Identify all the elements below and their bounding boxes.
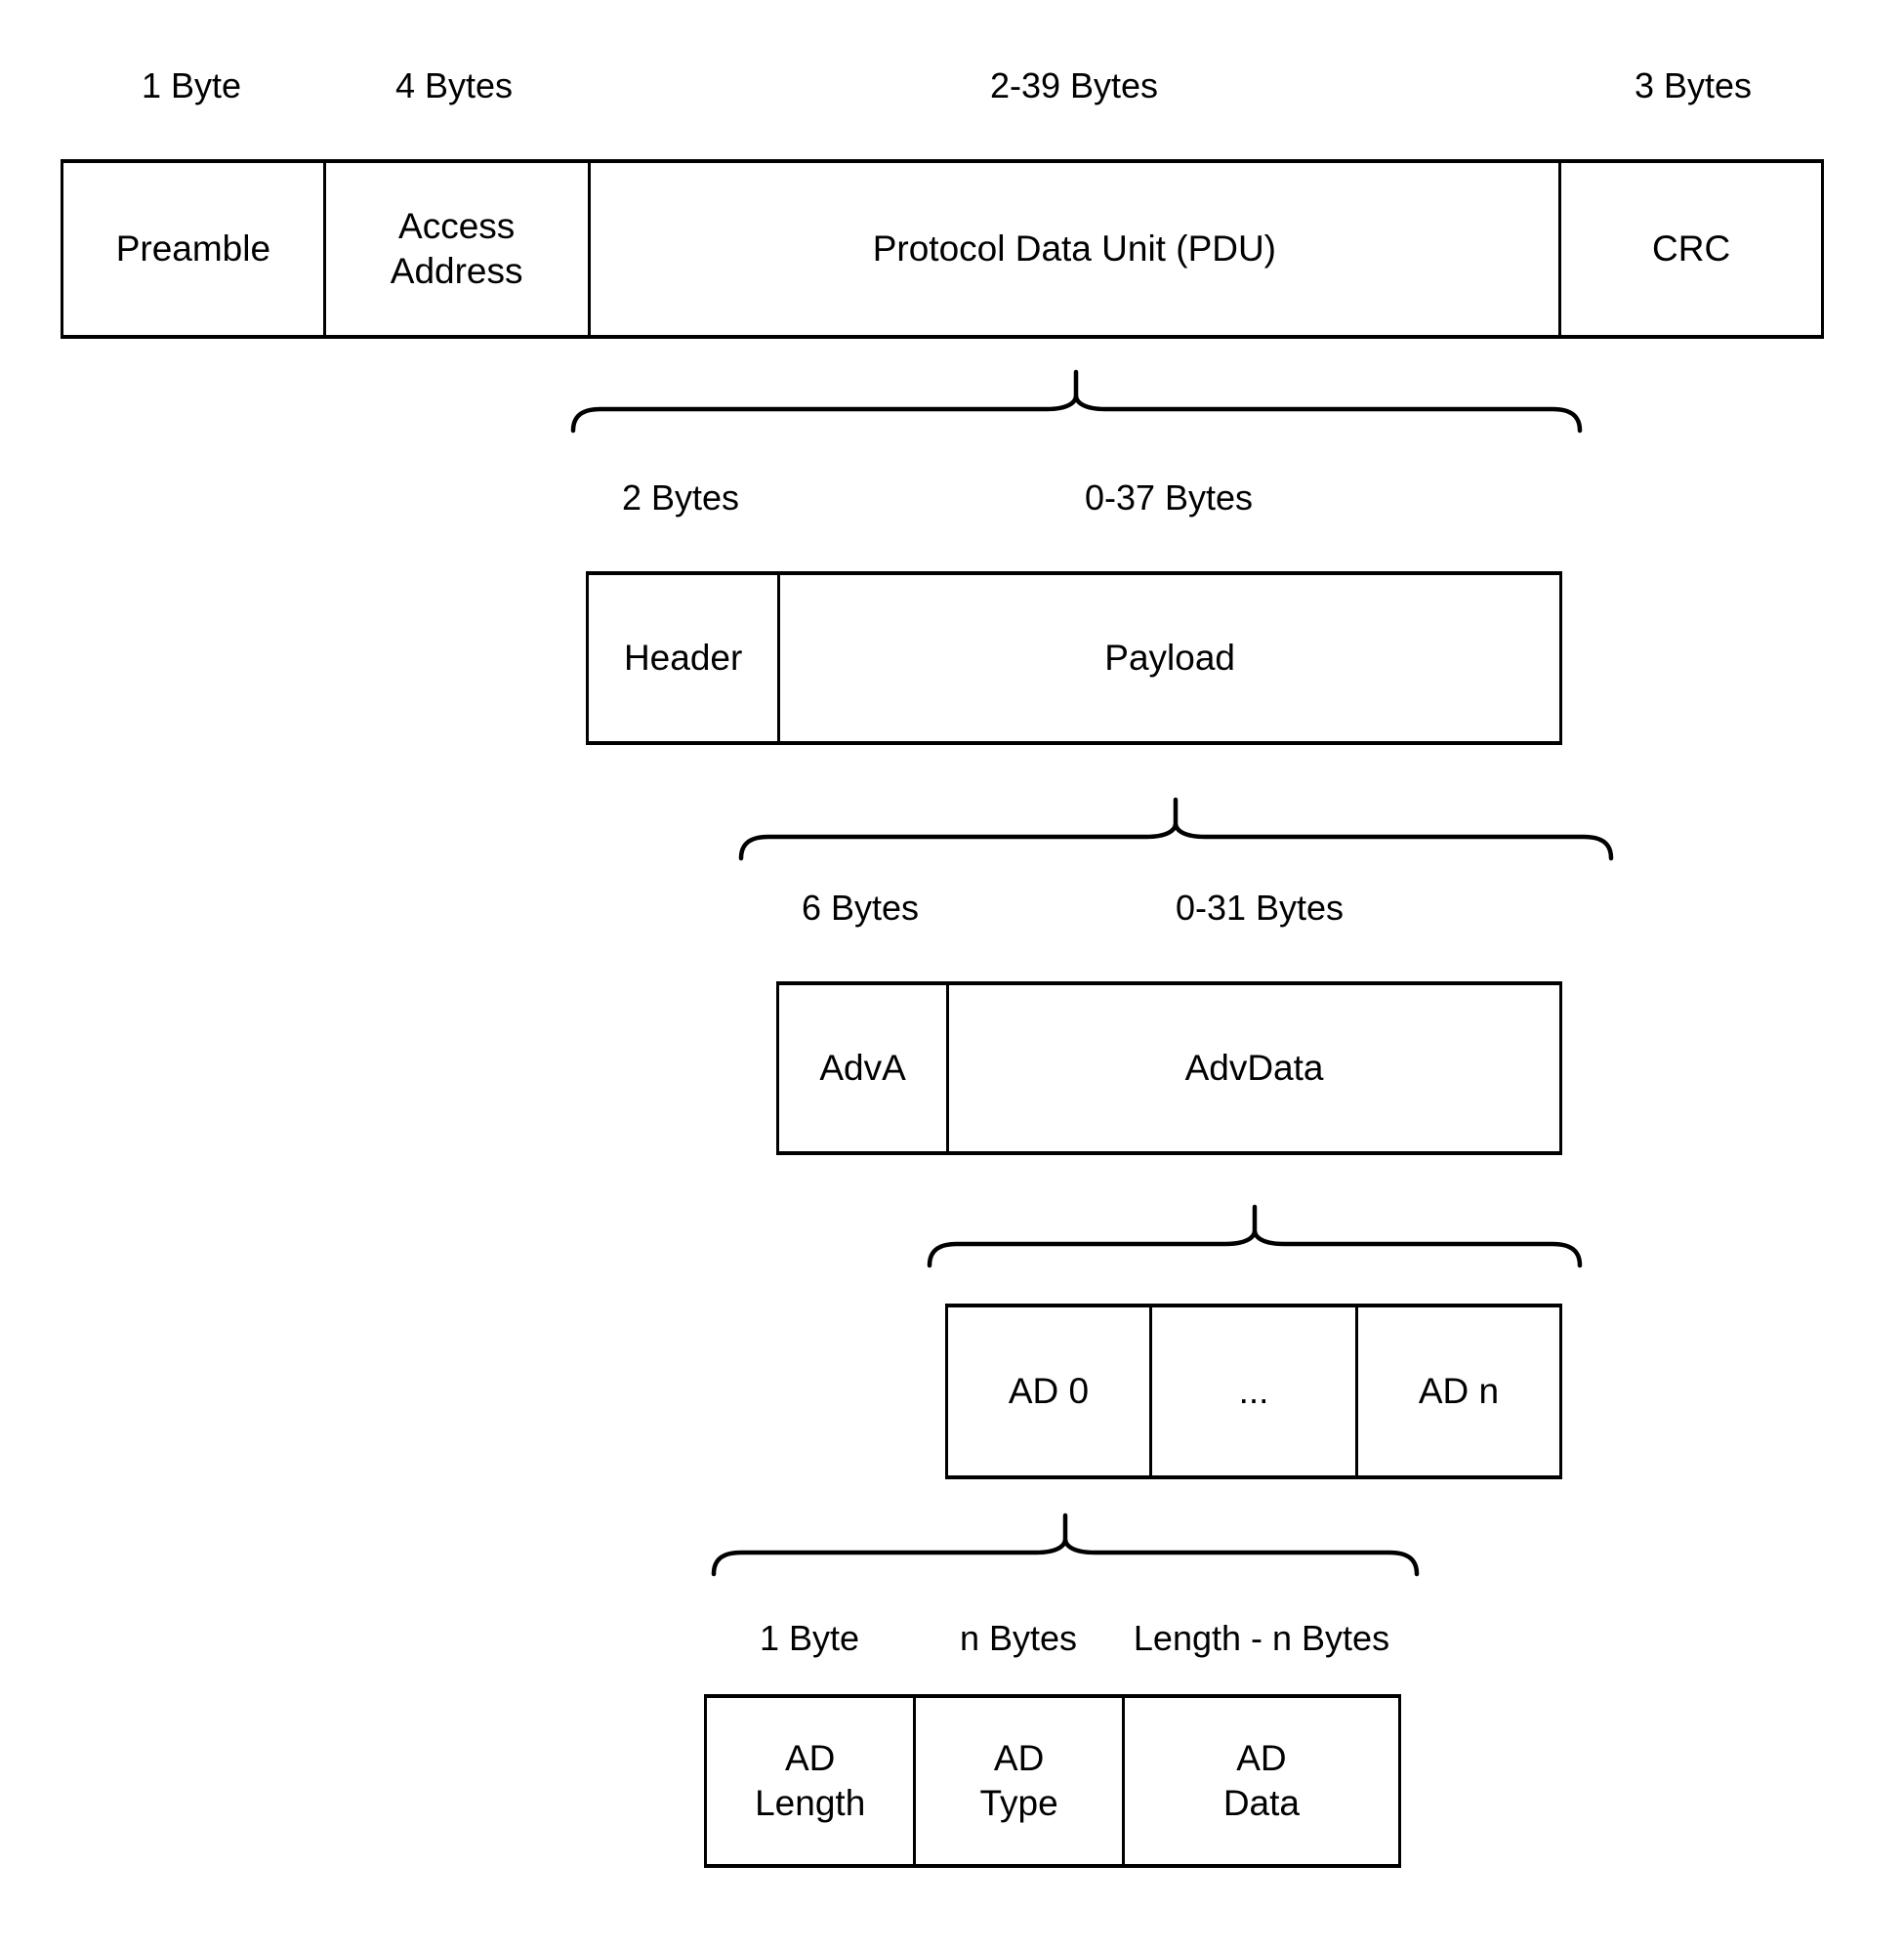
- size-label-payload: 0-37 Bytes: [1084, 477, 1254, 518]
- cell-ad-0: AD 0: [1008, 1371, 1090, 1411]
- payload-row: AdvA AdvData: [776, 981, 1562, 1155]
- cell-header: Header: [623, 638, 743, 678]
- brace-payload-expansion: [738, 797, 1614, 861]
- cell-ad-type: AD Type: [913, 1698, 1121, 1864]
- size-label-pdu: 2-39 Bytes: [989, 65, 1159, 105]
- cell-adva: AdvA: [819, 1048, 906, 1088]
- cell-ad-n: AD n: [1354, 1307, 1559, 1475]
- cell-ad-length: AD Length: [755, 1738, 866, 1823]
- packet-row: Preamble Access Address Protocol Data Un…: [61, 159, 1824, 339]
- size-label-preamble: 1 Byte: [141, 65, 242, 105]
- brace-ad-expansion: [711, 1513, 1420, 1577]
- size-label-advdata: 0-31 Bytes: [1175, 888, 1345, 928]
- pdu-row: Header Payload: [586, 571, 1562, 745]
- brace-advdata-expansion: [927, 1204, 1583, 1268]
- cell-advdata: AdvData: [946, 985, 1559, 1151]
- size-label-ad-data: Length - n Bytes: [1133, 1618, 1390, 1658]
- cell-ad-ellipsis: ...: [1149, 1307, 1355, 1475]
- cell-payload: Payload: [777, 575, 1559, 741]
- cell-access-address: Access Address: [322, 163, 588, 335]
- size-label-adva: 6 Bytes: [801, 888, 920, 928]
- ad-structure-row: AD Length AD Type AD Data: [704, 1694, 1401, 1868]
- size-label-access-address: 4 Bytes: [394, 65, 514, 105]
- size-label-crc: 3 Bytes: [1634, 65, 1753, 105]
- size-label-ad-length: 1 Byte: [759, 1618, 860, 1658]
- advdata-row: AD 0 ... AD n: [945, 1304, 1562, 1479]
- cell-preamble: Preamble: [115, 228, 271, 269]
- brace-pdu-expansion: [570, 369, 1583, 434]
- cell-pdu: Protocol Data Unit (PDU): [587, 163, 1559, 335]
- cell-ad-data: AD Data: [1121, 1698, 1398, 1864]
- size-label-ad-type: n Bytes: [959, 1618, 1078, 1658]
- size-label-header: 2 Bytes: [621, 477, 740, 518]
- cell-crc: CRC: [1558, 163, 1821, 335]
